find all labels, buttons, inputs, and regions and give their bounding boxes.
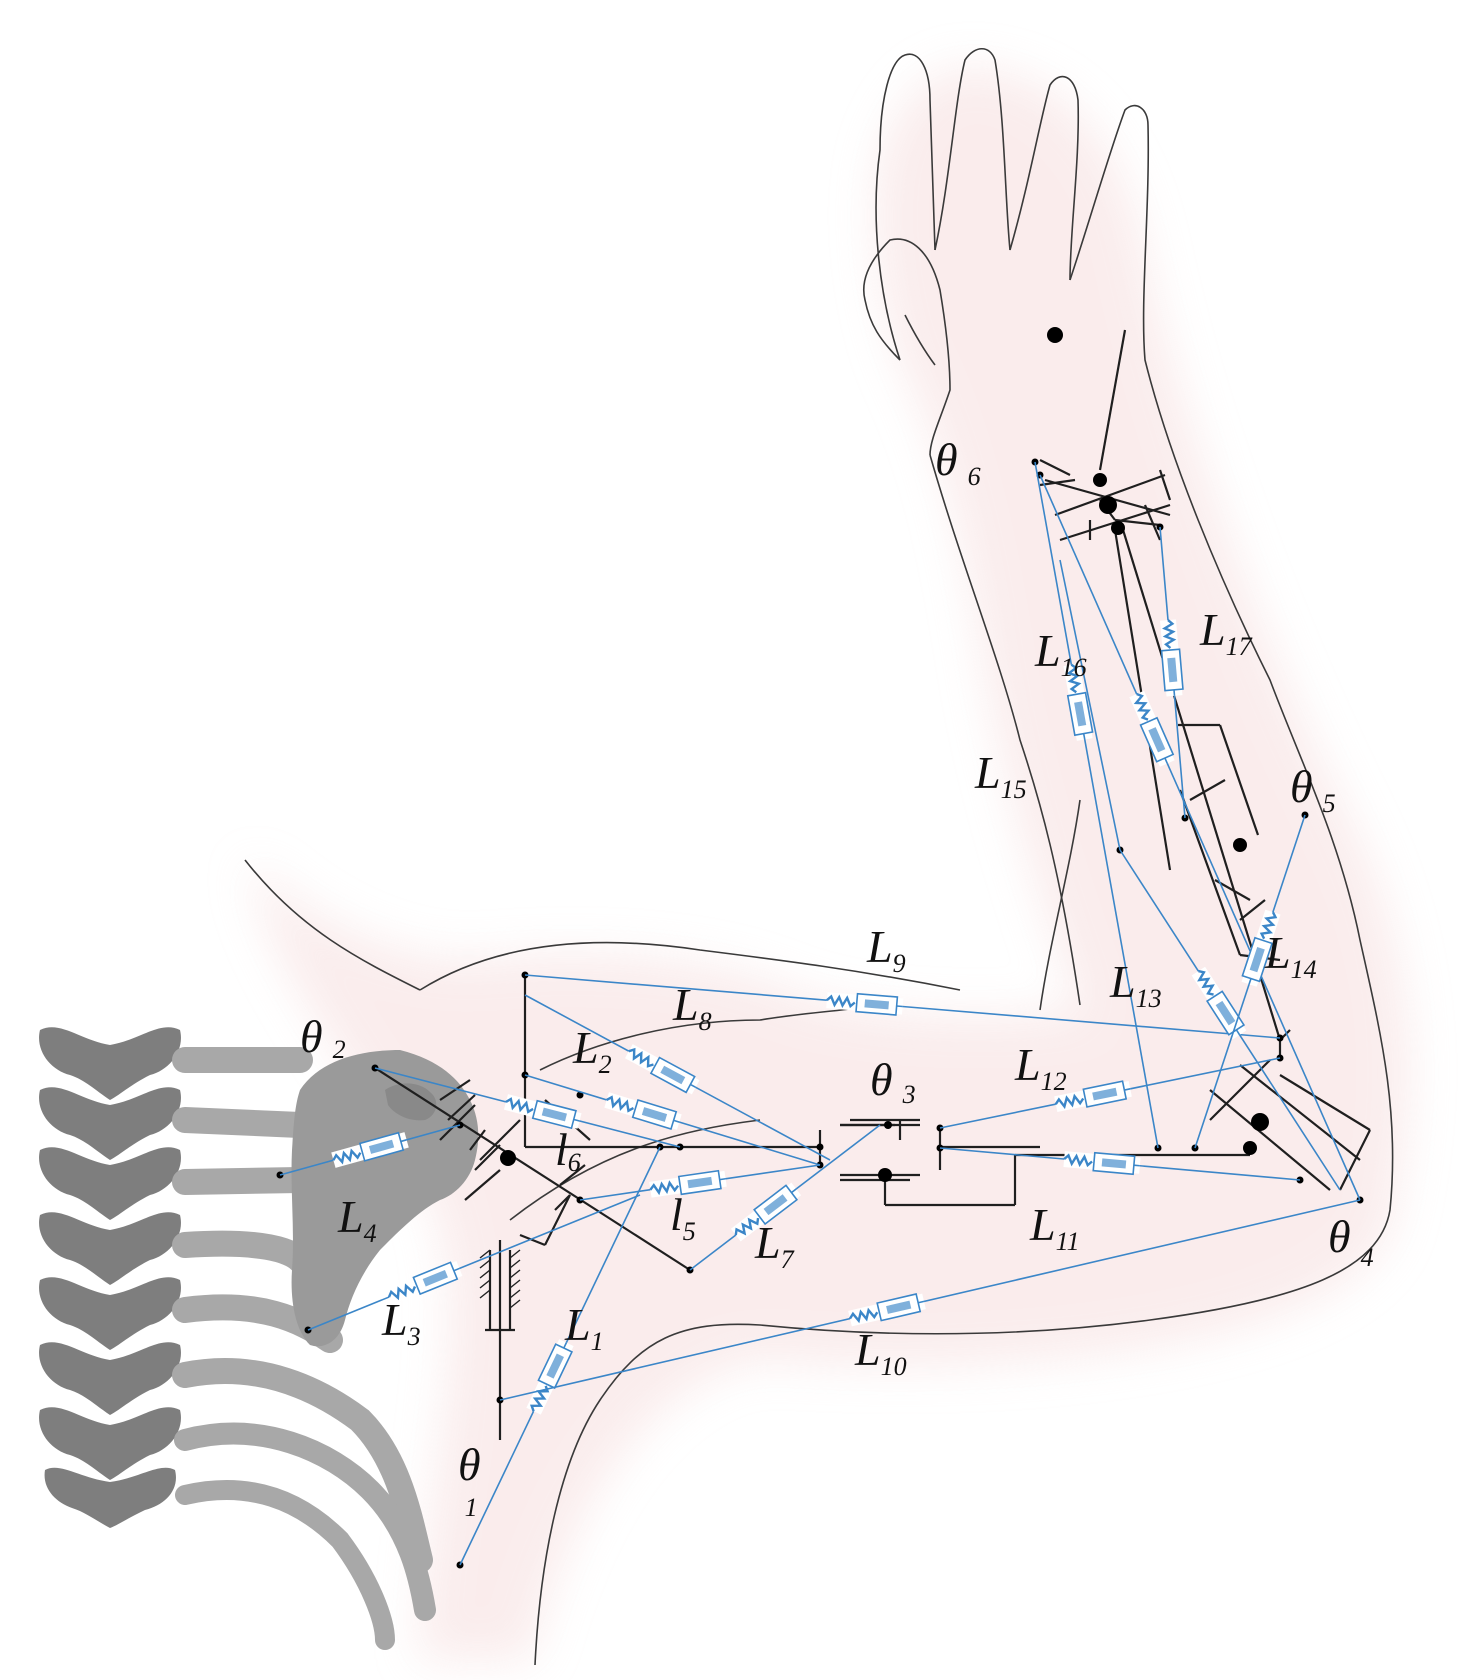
muscle-L15-element bbox=[1063, 663, 1094, 741]
L12-label: L12 bbox=[1014, 1039, 1067, 1096]
L16-label: L16 bbox=[1034, 625, 1087, 682]
l6-label: l6 bbox=[555, 1124, 581, 1177]
muscle-L15 bbox=[1034, 461, 1159, 1149]
arm-glow bbox=[250, 68, 1410, 1660]
L3-label: L3 bbox=[381, 1294, 421, 1351]
L2-label: L2 bbox=[572, 1022, 612, 1079]
muscle-L16 bbox=[1039, 474, 1361, 1201]
L8-label: L8 bbox=[672, 979, 712, 1036]
muscle-L3 bbox=[307, 1194, 641, 1331]
L4-label: L4 bbox=[337, 1191, 377, 1248]
L13-label: L13 bbox=[1109, 956, 1162, 1013]
muscle-L6-element bbox=[604, 1092, 682, 1130]
muscle-L2-element bbox=[503, 1094, 582, 1130]
L9-label: L9 bbox=[866, 921, 906, 978]
L1-label: L1 bbox=[564, 1299, 604, 1356]
muscle-L13-element bbox=[1191, 966, 1247, 1040]
kinematic-linkage bbox=[374, 329, 1371, 1440]
muscle-L7-element bbox=[730, 1182, 802, 1242]
muscle-L17-element bbox=[1160, 619, 1184, 697]
L7-label: L7 bbox=[754, 1217, 795, 1274]
muscle-L16-element bbox=[1129, 690, 1175, 767]
muscle-L11-element bbox=[1063, 1151, 1141, 1176]
muscle-L10-element bbox=[848, 1293, 926, 1327]
muscle-L1-element bbox=[526, 1339, 574, 1415]
spine bbox=[39, 1027, 479, 1650]
muscle-L9-element bbox=[826, 992, 904, 1016]
muscle-L3-element bbox=[385, 1261, 463, 1305]
arm-outline bbox=[244, 47, 1394, 1666]
muscle-L10 bbox=[499, 1199, 1361, 1401]
muscle-L4-element bbox=[331, 1131, 409, 1168]
muscle-lines bbox=[279, 461, 1361, 1566]
muscle-L12-element bbox=[1054, 1080, 1132, 1112]
muscle-L14-element bbox=[1241, 909, 1281, 987]
L10-label: L10 bbox=[854, 1324, 907, 1381]
L11-label: L11 bbox=[1029, 1199, 1080, 1256]
muscle-L16b bbox=[1059, 559, 1121, 851]
L15-label: L15 bbox=[974, 747, 1027, 804]
muscle-L8-element bbox=[625, 1044, 700, 1095]
l5-label: l5 bbox=[670, 1189, 696, 1246]
muscle-L5-element bbox=[649, 1169, 727, 1198]
L17-label: L17 bbox=[1199, 604, 1253, 661]
L14-label: L14 bbox=[1264, 927, 1317, 984]
